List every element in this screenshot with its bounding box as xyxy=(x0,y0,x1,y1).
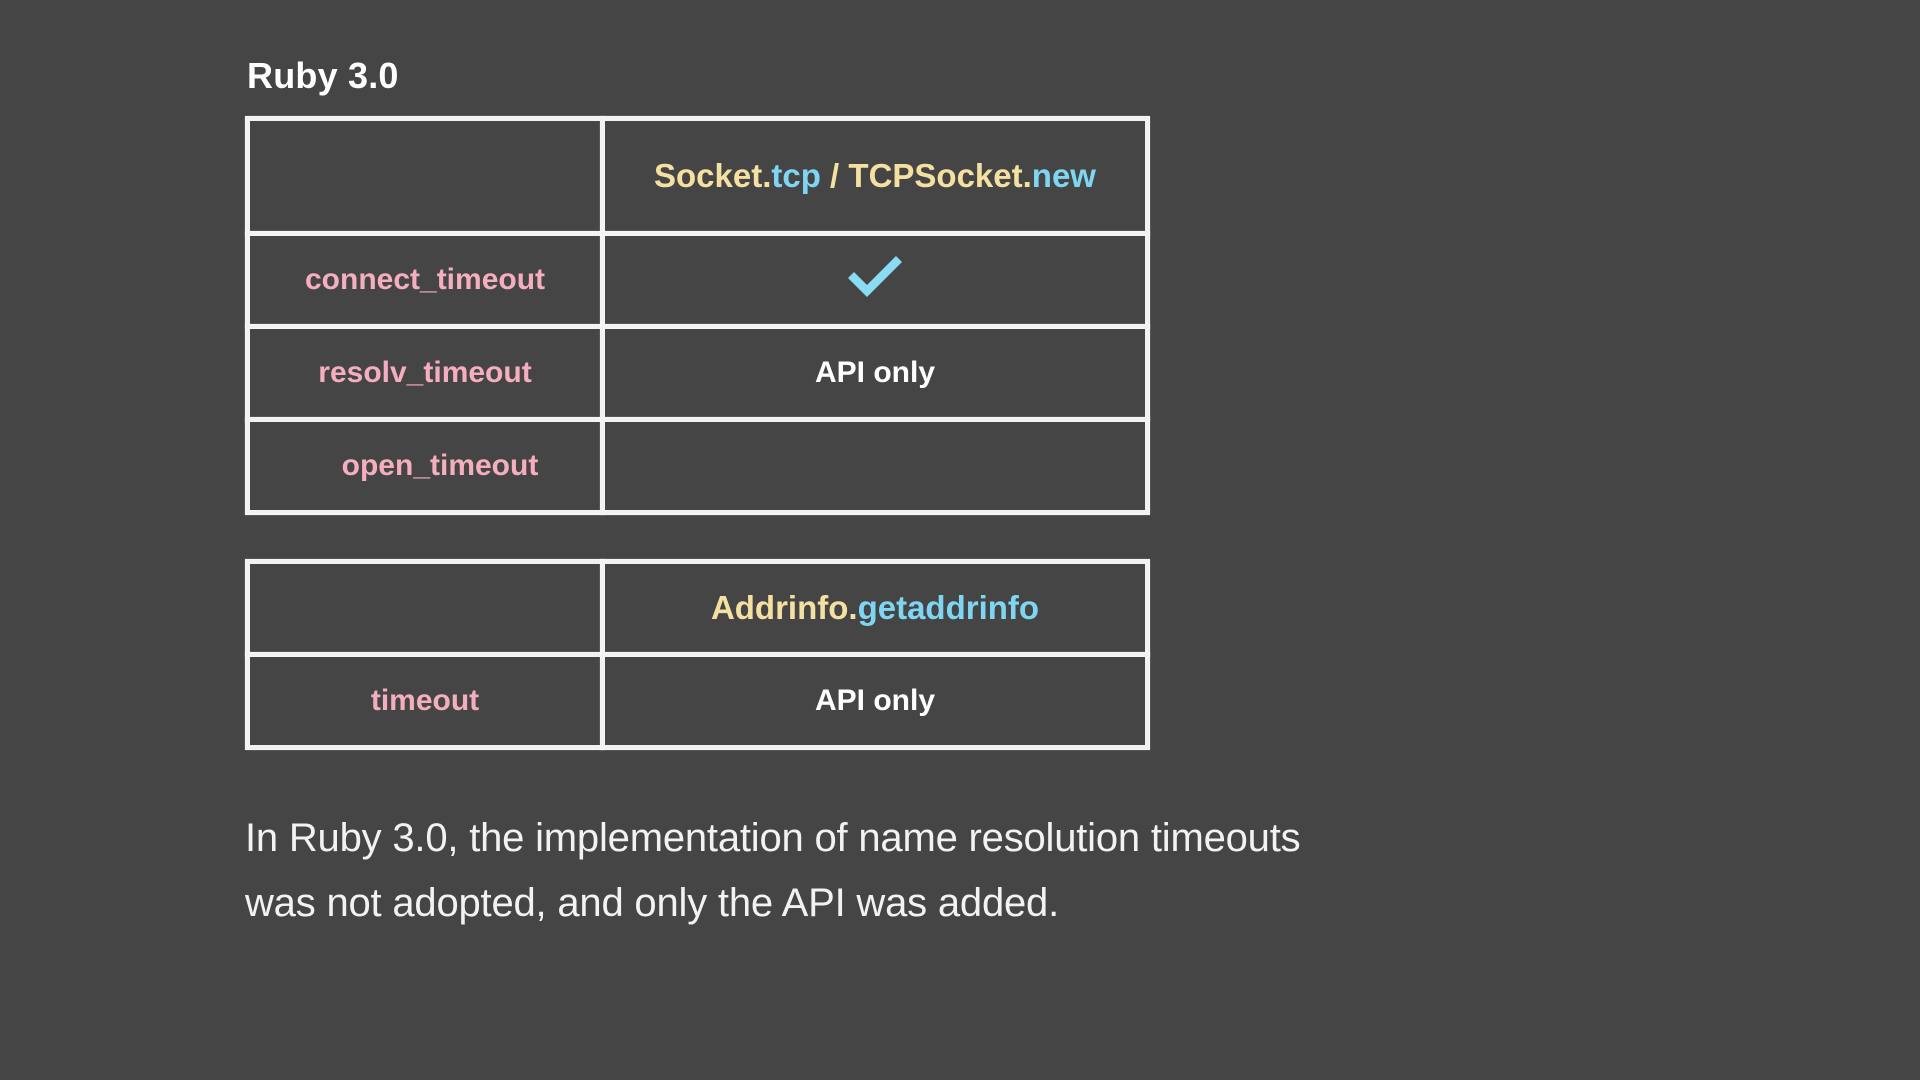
row-label-connect-timeout: connect_timeout xyxy=(245,231,605,329)
token-tcp: tcp xyxy=(771,157,821,194)
addrinfo-timeout-table: Addrinfo.getaddrinfo timeout API only xyxy=(245,559,1150,750)
timeout-options-table-wrapper: Socket.tcp / TCPSocket.new connect_timeo… xyxy=(245,116,1665,515)
slide-content: Ruby 3.0 Socket.tcp / TCPSocket.new conn… xyxy=(245,58,1665,936)
header-empty-cell-2 xyxy=(245,559,605,657)
page-title: Ruby 3.0 xyxy=(247,55,399,96)
table-row: connect_timeout xyxy=(245,231,1150,329)
token-dot-1: . xyxy=(762,157,772,194)
row-value-open-timeout xyxy=(600,417,1150,515)
table-row: open_timeout xyxy=(245,417,1150,515)
token-dot-2: . xyxy=(1022,157,1032,194)
row-value-connect-timeout xyxy=(600,231,1150,329)
table-row: timeout API only xyxy=(245,652,1150,750)
method-signature-2: Addrinfo.getaddrinfo xyxy=(711,589,1039,626)
table-header-row: Addrinfo.getaddrinfo xyxy=(245,559,1150,657)
table-row: resolv_timeout API only xyxy=(245,324,1150,422)
header-method-cell: Socket.tcp / TCPSocket.new xyxy=(600,116,1150,236)
token-new: new xyxy=(1031,157,1096,194)
header-empty-cell xyxy=(245,116,605,236)
check-icon xyxy=(844,254,906,302)
table-header-row: Socket.tcp / TCPSocket.new xyxy=(245,116,1150,236)
token-tcpsocket: TCPSocket xyxy=(848,157,1023,194)
method-signature: Socket.tcp / TCPSocket.new xyxy=(654,157,1096,194)
addrinfo-table-wrapper: Addrinfo.getaddrinfo timeout API only xyxy=(245,559,1665,750)
row-value-resolv-timeout: API only xyxy=(600,324,1150,422)
row-value-timeout: API only xyxy=(600,652,1150,750)
row-label-resolv-timeout: resolv_timeout xyxy=(245,324,605,422)
token-addrinfo: Addrinfo xyxy=(710,589,849,626)
header-method-cell-2: Addrinfo.getaddrinfo xyxy=(600,559,1150,657)
slide-caption: In Ruby 3.0, the implementation of name … xyxy=(245,806,1605,936)
token-dot-3: . xyxy=(848,589,858,626)
row-label-open-timeout: open_timeout xyxy=(245,417,605,515)
caption-line-1: In Ruby 3.0, the implementation of name … xyxy=(245,816,1301,860)
row-label-timeout: timeout xyxy=(245,652,605,750)
caption-line-2: was not adopted, and only the API was ad… xyxy=(245,880,1060,925)
token-socket: Socket xyxy=(654,157,763,194)
socket-timeout-table: Socket.tcp / TCPSocket.new connect_timeo… xyxy=(245,116,1150,515)
token-separator: / xyxy=(820,157,849,194)
token-getaddrinfo: getaddrinfo xyxy=(857,589,1040,626)
